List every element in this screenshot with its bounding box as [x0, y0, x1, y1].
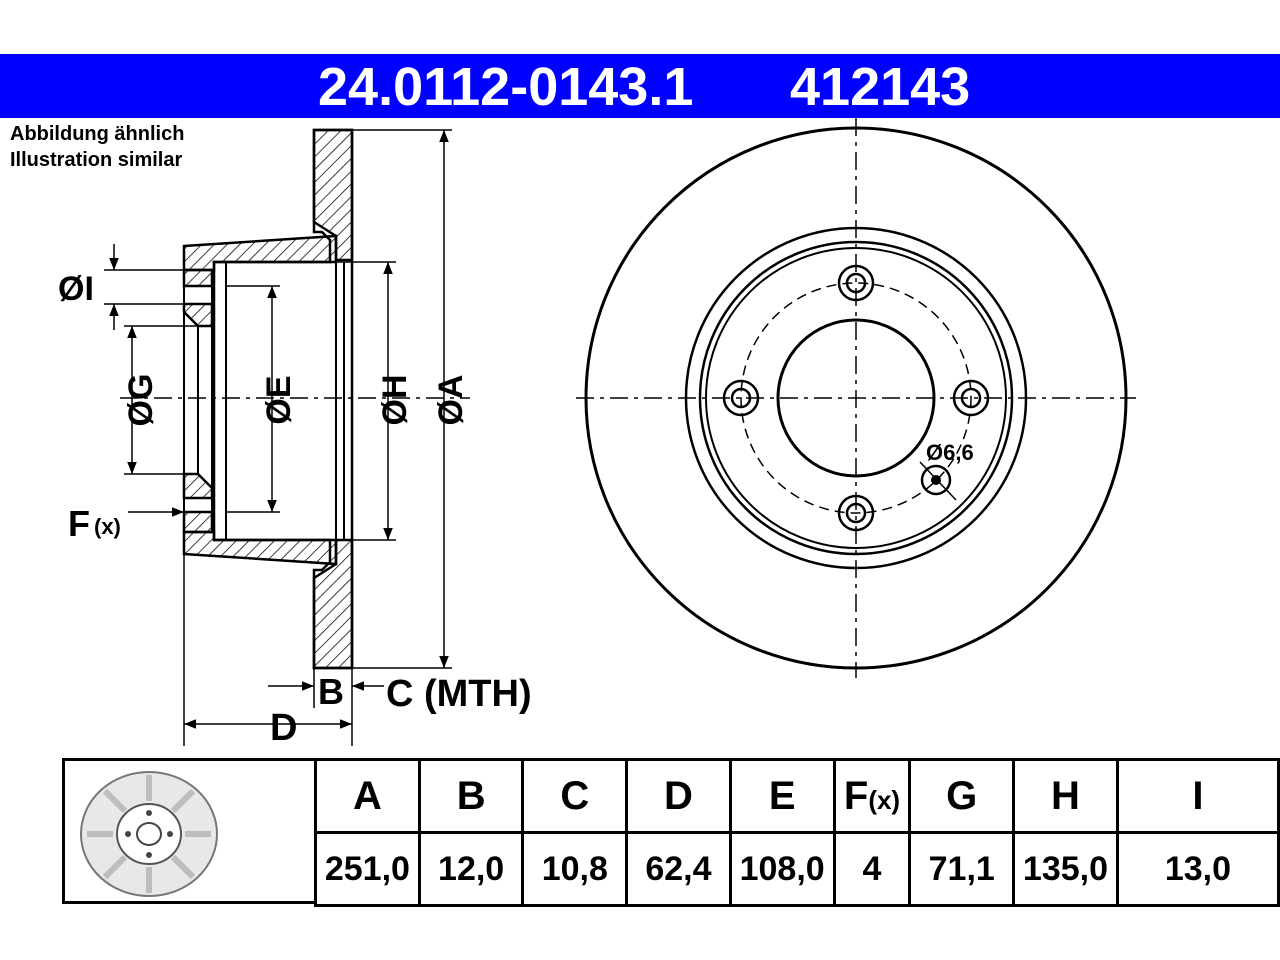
front-view — [576, 118, 1136, 678]
label-f: F — [68, 503, 90, 544]
hub-outline — [183, 246, 345, 554]
label-dia-e: ØE — [260, 375, 298, 424]
header-b: B — [417, 758, 525, 834]
value-d: 62,4 — [625, 831, 732, 907]
value-f: 4 — [832, 831, 912, 907]
value-b: 12,0 — [417, 831, 525, 907]
hub-face-lower-2 — [182, 510, 214, 534]
header-d: D — [625, 758, 732, 834]
value-c: 10,8 — [521, 831, 629, 907]
header-f: F(x) — [832, 758, 912, 834]
header-g: G — [908, 758, 1016, 834]
value-a: 251,0 — [314, 831, 421, 907]
value-e: 108,0 — [728, 831, 836, 907]
header-a: A — [314, 758, 421, 834]
header-i: I — [1115, 758, 1280, 834]
spec-header-row: A B C D E F(x) G H I — [314, 758, 1280, 834]
label-bolt-hole-dia: Ø6,6 — [926, 440, 974, 465]
value-h: 135,0 — [1012, 831, 1119, 907]
label-dia-i: ØI — [58, 270, 94, 308]
value-i: 13,0 — [1115, 831, 1280, 907]
value-g: 71,1 — [908, 831, 1016, 907]
hat-top-hatch — [182, 234, 338, 272]
header-h: H — [1012, 758, 1119, 834]
note-german: Abbildung ähnlich — [10, 123, 185, 145]
header-e: E — [728, 758, 836, 834]
disc-thumbnail — [80, 771, 218, 897]
thumbnail-cell — [62, 758, 314, 904]
part-number: 24.0112-0143.1 — [318, 57, 694, 117]
spec-table: A B C D E F(x) G H I 251,0 12,0 10,8 62,… — [314, 758, 1280, 907]
hub-face-upper-2 — [182, 302, 214, 328]
label-dia-g: ØG — [122, 374, 160, 427]
label-dia-h: ØH — [376, 375, 414, 426]
reference-number: 412143 — [790, 57, 971, 117]
header-c: C — [521, 758, 629, 834]
header-f-letter: F — [843, 773, 869, 818]
label-dia-a: ØA — [432, 375, 470, 426]
label-b: B — [318, 671, 344, 712]
label-f-sub: (x) — [94, 514, 121, 539]
label-c-mth: C (MTH) — [386, 673, 532, 715]
label-d: D — [270, 707, 297, 749]
cross-section-view — [182, 128, 354, 670]
dimension-lines — [104, 129, 452, 746]
hub-face-lower — [182, 472, 214, 500]
header-f-sub: (x) — [868, 784, 901, 815]
title-bar: 24.0112-0143.1 412143 — [0, 54, 1280, 118]
small-hole — [920, 464, 952, 496]
spec-value-row: 251,0 12,0 10,8 62,4 108,0 4 71,1 135,0 … — [314, 831, 1280, 907]
hub-face-upper — [182, 268, 214, 288]
bolt-circle — [740, 282, 972, 514]
note-english: Illustration similar — [10, 149, 183, 171]
hat-bottom-hatch — [182, 530, 338, 566]
